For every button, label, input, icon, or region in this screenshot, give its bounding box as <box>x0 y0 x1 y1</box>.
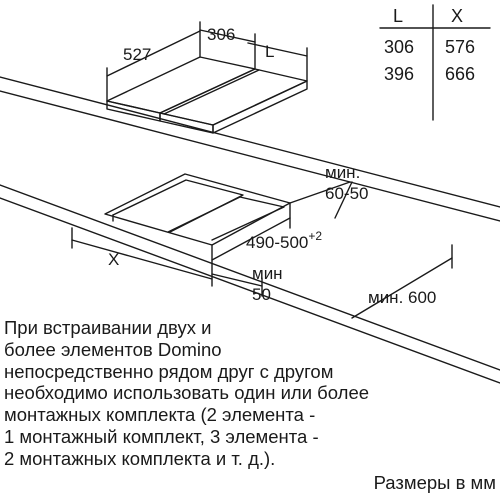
table-header-X: X <box>451 6 463 26</box>
note-line: При встраивании двух и <box>4 317 212 338</box>
dim-min-edge-line <box>211 273 263 287</box>
cutout-inner-right <box>167 196 285 241</box>
dim-min-edge-value: 50 <box>252 285 271 304</box>
table-cell: 576 <box>445 37 475 57</box>
installation-note: При встраивании двух и более элементов D… <box>4 317 424 470</box>
dim-306-line <box>199 29 256 43</box>
countertop-front-edge-line <box>0 184 500 371</box>
table-cell: 306 <box>384 37 414 57</box>
countertop-back-edge-line <box>0 90 500 222</box>
dim-L-line <box>247 42 308 57</box>
hob-unit-right-side <box>212 80 308 134</box>
hob-units <box>106 56 308 134</box>
hob-seam <box>163 69 260 115</box>
dim-min-600-line <box>351 257 453 319</box>
dim-min-edge-label: мин <box>252 264 283 283</box>
note-line: необходимо использовать один или более <box>4 382 370 404</box>
note-line: более элементов Domino <box>4 338 222 360</box>
dim-X-line <box>71 239 213 280</box>
table-cell: 396 <box>384 64 414 84</box>
dim-490-line <box>211 217 291 261</box>
dim-527-line <box>106 30 201 77</box>
dim-min-gap-ext <box>289 181 351 204</box>
note-line: 1 монтажный комплект, 3 элемента - <box>4 425 319 447</box>
dim-X-label: X <box>108 250 119 269</box>
dim-min-600-label: мин. 600 <box>368 288 436 307</box>
dim-306-label: 306 <box>207 25 235 44</box>
table-header-L: L <box>393 6 403 26</box>
note-line: монтажных комплекта (2 элемента - <box>4 404 316 426</box>
table-cell: 666 <box>445 64 475 84</box>
cutout-inner-left <box>112 179 244 233</box>
note-line: непосредственно рядом друг с другом <box>4 360 334 382</box>
countertop-front-edge-line <box>0 197 500 384</box>
dim-cutout-label: 490-500+2 <box>246 229 322 252</box>
dim-L-label: L <box>265 42 274 61</box>
dim-min-gap-line <box>334 181 353 219</box>
dim-min-gap-value: 60-50 <box>325 184 368 203</box>
dim-min-gap-label: мин. <box>325 163 360 182</box>
hob-unit-right-top <box>159 68 308 126</box>
units-label: Размеры в мм <box>373 472 496 493</box>
countertop-back-edge-line <box>0 76 500 208</box>
dim-527-label: 527 <box>123 45 151 64</box>
note-line: 2 монтажных комплекта и т. д.). <box>4 447 276 469</box>
